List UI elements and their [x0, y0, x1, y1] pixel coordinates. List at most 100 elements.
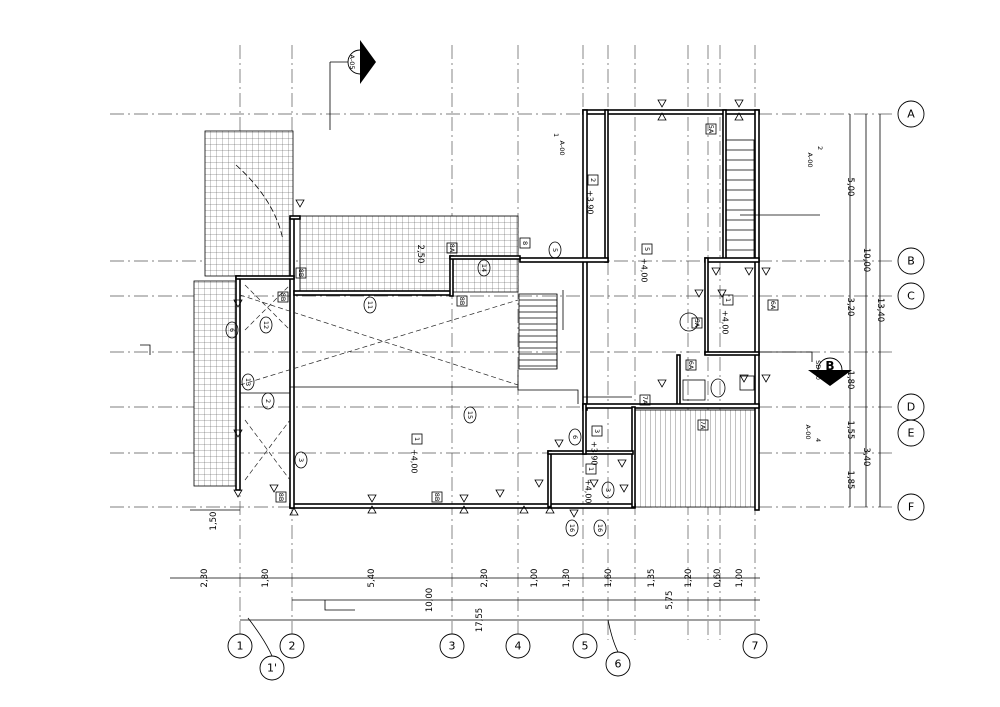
grid-row-label: F: [908, 501, 914, 514]
detail-ref-num: 2: [816, 146, 824, 150]
detail-ref-num: 1: [552, 133, 560, 137]
level-labels: 2 +3,90 5 +4,00 1 +4,00 1 +4,00 3 +3,90 …: [410, 174, 734, 504]
dim-text: 17,55: [475, 608, 485, 632]
window-tag: 8B: [458, 297, 466, 306]
window-tag: 8A: [448, 244, 456, 253]
dim-text: 13,40: [875, 298, 885, 322]
room-tag: 1: [724, 298, 732, 302]
detail-ref-sheet: A-00: [558, 141, 566, 156]
grid-col-label: 6: [615, 658, 622, 671]
item-tag: 15: [466, 411, 474, 419]
room-tag: 1: [413, 437, 421, 441]
dim-text: 1,80: [261, 569, 271, 588]
elevation-markers: [233, 99, 771, 518]
level-text: +3,90: [586, 190, 595, 215]
dim-text: 1,00: [530, 569, 540, 588]
roof-tiles: [193, 130, 757, 508]
dim-text: 0,60: [713, 569, 723, 588]
item-tag: 5: [551, 248, 559, 252]
dim-text: 2,50: [415, 245, 425, 264]
window-tag: 5A: [707, 125, 715, 134]
detail-ref-num: 4: [814, 438, 822, 442]
grid-row-label: D: [907, 401, 915, 414]
dim-text: 5,00: [845, 178, 855, 197]
room-tag: 1: [587, 467, 595, 471]
grid-row-label: C: [907, 290, 915, 303]
room-tag: 5: [643, 247, 651, 251]
dim-text: 1,00: [735, 569, 745, 588]
detail-ref-sheet: A-00: [806, 153, 814, 168]
walls: [235, 109, 760, 511]
level-text: +3,90: [590, 441, 599, 466]
window-tag: 8B: [297, 269, 305, 278]
dim-text: 3,20: [845, 298, 855, 317]
window-tag: 7A: [699, 421, 707, 430]
level-text: +4,00: [410, 449, 419, 474]
item-tag: 6: [571, 435, 579, 439]
room-tag: 3: [593, 429, 601, 433]
item-tag: 2: [264, 399, 272, 403]
window-tag: 6A: [687, 361, 695, 370]
grid-col-label: 5: [582, 640, 589, 653]
grid-col-label: 1': [267, 662, 277, 675]
item-tag: 13: [244, 378, 252, 386]
item-tag: 3: [604, 488, 612, 492]
bathroom-fixtures: [679, 312, 755, 401]
window-tag: 8: [521, 241, 529, 245]
grid-col-label: 1: [237, 640, 244, 653]
dim-text: 3,40: [861, 448, 871, 467]
grid-row-bubbles: A B C D E F: [897, 100, 925, 521]
detail-ref-sheet: A-00: [804, 425, 812, 440]
dim-text: 5,75: [665, 591, 675, 610]
item-tag: 16: [568, 524, 576, 532]
dim-text: 1,85: [845, 471, 855, 490]
item-tag: 6: [228, 328, 236, 332]
dim-text: 1,55: [845, 421, 855, 440]
window-tag: 8B: [279, 293, 287, 302]
window-tag: 7A: [641, 396, 649, 405]
window-tag: 6A: [769, 301, 777, 310]
dim-text: 1,20: [684, 569, 694, 588]
item-tag: 14: [480, 264, 488, 272]
item-tag: 16: [596, 524, 604, 532]
section-ref: A-05: [348, 55, 356, 70]
dim-text: 1,30: [562, 569, 572, 588]
bottom-dimensions: 2,30 1,80 5,40 2,30 1,00 1,30 1,60 1,35 …: [170, 509, 760, 632]
grid-col-label: 4: [515, 640, 522, 653]
section-marker-b: B SD-00: [140, 344, 852, 386]
level-text: +4,00: [721, 310, 730, 335]
item-tag: 11: [366, 301, 374, 309]
dim-text: 10,00: [861, 248, 871, 272]
detail-references: 1 A-00 2 A-00 4 A-00: [552, 133, 824, 442]
grid-col-label: 2: [289, 640, 296, 653]
stairs: [518, 139, 820, 370]
dim-text: 1,60: [604, 569, 614, 588]
dim-text: 5,40: [367, 569, 377, 588]
section-marker-a: A A-05: [324, 40, 376, 611]
level-text: +4,00: [584, 479, 593, 504]
dim-text: 1,35: [647, 569, 657, 588]
section-ref: SD-00: [814, 360, 822, 380]
grid-row-label: A: [907, 108, 915, 121]
window-tag: 5A: [693, 319, 701, 328]
section-letter: A: [360, 50, 370, 64]
window-tags: 5A 6A 6A 5A 7A 7A 8A 8B 8B 8B 8B 8B 8: [275, 123, 779, 503]
overhead-lines: [239, 284, 632, 481]
right-dimensions: 5,00 3,20 1,80 1,55 1,85 10,00 3,40 13,4…: [415, 114, 885, 507]
dim-text: 1,50: [209, 512, 219, 531]
item-tag: 12: [262, 321, 270, 329]
level-text: +4,00: [640, 258, 649, 283]
room-tag: 2: [589, 178, 597, 182]
item-tag: 3: [297, 458, 305, 462]
grid-col-label: 7: [752, 640, 759, 653]
grid-col-bubbles: 1 1' 2 3 4 5 6 7: [227, 617, 768, 681]
grid-col-label: 3: [449, 640, 456, 653]
dim-text: 10,00: [425, 588, 435, 612]
window-tag: 8B: [277, 493, 285, 502]
dim-text: 2,30: [200, 569, 210, 588]
dim-text: 2,30: [480, 569, 490, 588]
section-letter: B: [825, 359, 834, 373]
dim-text: 1,80: [845, 371, 855, 390]
grid-row-label: B: [907, 255, 915, 268]
